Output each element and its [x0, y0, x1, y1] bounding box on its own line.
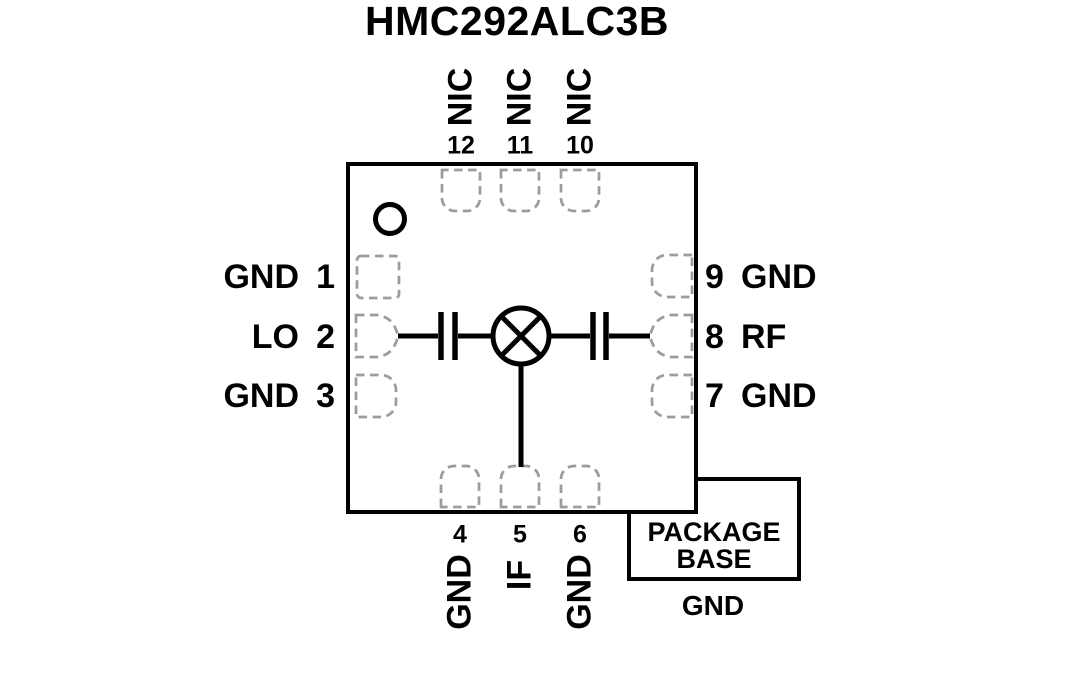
pin-number-11: 11 [506, 131, 534, 160]
pin-number-9: 9 [705, 258, 724, 296]
pin-name-9: GND [741, 258, 817, 296]
package-base-line1: PACKAGE [647, 517, 781, 547]
pin-label-3: GND 3 [223, 374, 335, 418]
package-outline [346, 162, 698, 514]
pin-number-5: 5 [513, 520, 527, 549]
pin-label-7: 7 GND [705, 374, 817, 418]
package-base-ground-label: GND [681, 590, 745, 621]
pin-name-12: NIC [441, 67, 480, 127]
pin-name-5: IF [500, 559, 539, 591]
pin-name-7: GND [741, 377, 817, 415]
package-base-box: PACKAGE BASE [627, 477, 801, 581]
pin-label-1: GND 1 [223, 255, 335, 299]
pin-number-1: 1 [316, 258, 335, 296]
pin-number-7: 7 [705, 377, 724, 415]
pin-number-6: 6 [573, 520, 587, 549]
pin-label-9: 9 GND [705, 255, 817, 299]
pin-number-10: 10 [566, 131, 594, 160]
pin-number-12: 12 [447, 131, 475, 160]
page-title: HMC292ALC3B [365, 0, 669, 44]
pin-name-3: GND [223, 377, 299, 415]
pin-number-4: 4 [453, 520, 467, 549]
pin-name-1: GND [223, 258, 299, 296]
pin-name-2: LO [251, 318, 299, 356]
pin-number-8: 8 [705, 318, 724, 356]
pin-number-3: 3 [316, 377, 335, 415]
pin-name-10: NIC [560, 67, 599, 127]
pin-name-11: NIC [500, 67, 539, 127]
pin-label-2: LO 2 [252, 315, 335, 359]
pin-name-8: RF [741, 318, 787, 356]
package-base-label: PACKAGE BASE [631, 519, 797, 573]
package-base-line2: BASE [676, 544, 752, 574]
pin-label-8: 8 RF [705, 315, 786, 359]
pin-name-4: GND [440, 554, 479, 630]
pin-number-2: 2 [316, 318, 335, 356]
pin-name-6: GND [560, 554, 599, 630]
